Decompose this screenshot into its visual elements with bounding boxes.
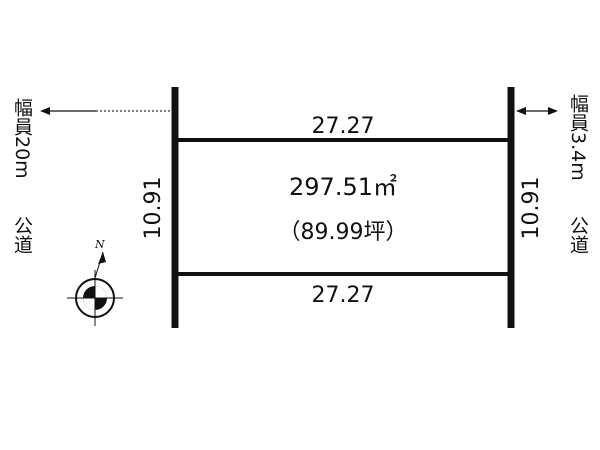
right-road-name-label: 公道	[567, 216, 589, 254]
north-label: N	[94, 238, 105, 251]
area-label: 297.51㎡	[289, 173, 397, 201]
bottom-width-label: 27.27	[311, 283, 375, 308]
right-road-arrow-icon	[516, 107, 558, 115]
left-road-name-label: 公道	[11, 216, 33, 254]
right-road-width-label: 幅員3.4m	[567, 94, 589, 181]
left-road-arrow-icon	[40, 107, 171, 115]
top-width-label: 27.27	[311, 114, 375, 139]
right-depth-label: 10.91	[519, 176, 544, 240]
north-arrow-icon	[67, 251, 123, 326]
left-depth-label: 10.91	[141, 176, 166, 240]
area-tsubo-label: （89.99坪）	[278, 220, 408, 245]
left-road-width-label: 幅員20m	[11, 98, 33, 179]
